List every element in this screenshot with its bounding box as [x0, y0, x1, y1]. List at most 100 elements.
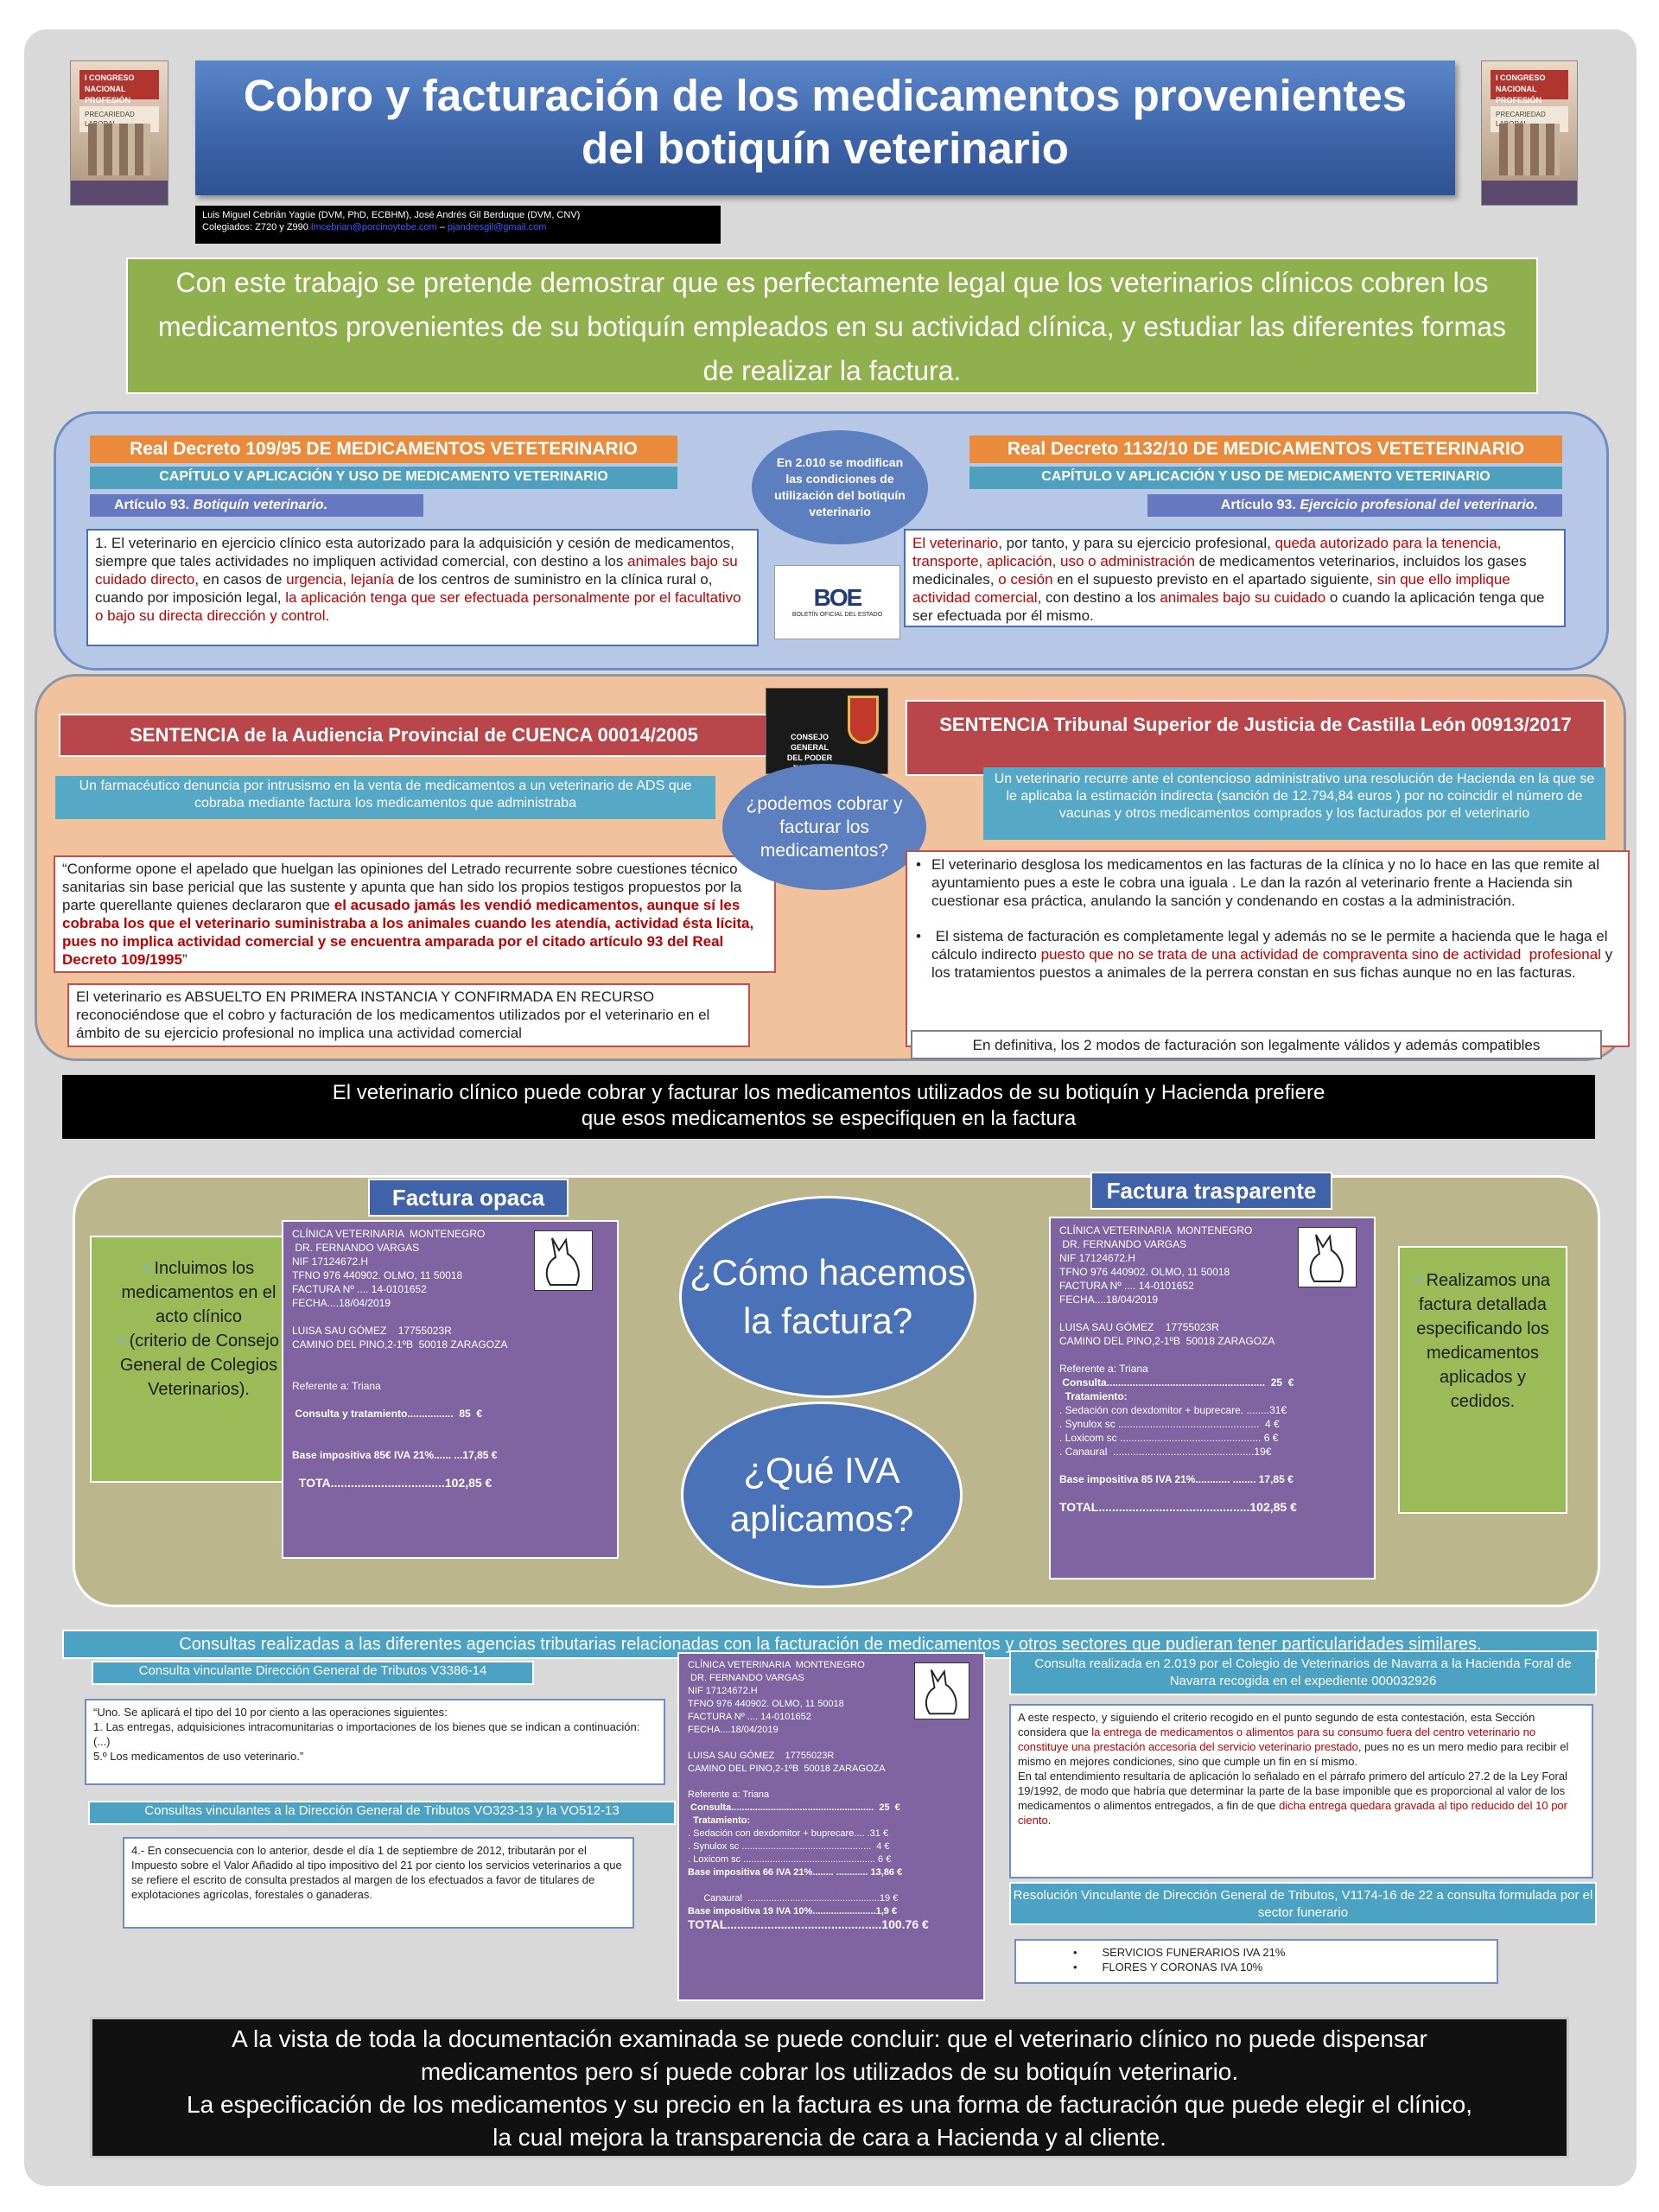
dog-outline-icon	[925, 1669, 957, 1715]
invoice-line: FACTURA Nº .... 14-0101652	[688, 1712, 811, 1722]
authors-license: Colegiados: Z720 y Z990 lmcebrian@porcin…	[202, 221, 714, 233]
title-line-2: del botiquín veterinario	[582, 124, 1069, 173]
conclusion-line-3: La especificación de los medicamentos y …	[187, 2091, 1472, 2118]
invoice-line: TOTA..................................10…	[292, 1476, 493, 1490]
consult-funeral-title: Resolución Vinculante de Dirección Gener…	[1009, 1882, 1597, 1925]
building-graphic	[88, 124, 150, 175]
note-text: Realizamos una factura detallada especif…	[1416, 1271, 1550, 1411]
dog-outline-icon	[545, 1237, 580, 1286]
invoice-line: Base impositiva 66 IVA 21%........ .....…	[688, 1867, 903, 1878]
bullet-text: El sistema de facturación es completamen…	[931, 927, 1619, 982]
transparent-invoice: CLÍNICA VETERINARIA MONTENEGRO DR. FERNA…	[1049, 1217, 1376, 1580]
logo-band	[1482, 181, 1577, 205]
crest-shield-icon	[848, 696, 879, 744]
body-text: “Conforme opone el apelado que huelgan l…	[62, 861, 746, 913]
sentence-right-conclusion: En definitiva, los 2 modos de facturació…	[911, 1030, 1602, 1059]
intro-statement: Con este trabajo se pretende demostrar q…	[126, 257, 1538, 394]
invoice-line: NIF 17124672.H	[688, 1686, 758, 1696]
body-text: en el supuesto previsto en el apartado s…	[1052, 571, 1377, 588]
boe-mark: BOE	[813, 584, 863, 611]
logo-band	[71, 181, 168, 205]
invoice-line	[1059, 1459, 1365, 1472]
invoice-line: CLÍNICA VETERINARIA MONTENEGRO	[292, 1228, 486, 1240]
body-text: de medicamentos veterinarios, incluidos …	[912, 553, 1531, 588]
email-link-2[interactable]: pjandresgil@gmail.com	[447, 222, 547, 232]
invoice-line: TOTAL...................................…	[1059, 1500, 1297, 1514]
invoice-line: TFNO 976 440902. OLMO, 11 50018	[292, 1269, 463, 1281]
invoice-line	[688, 1879, 975, 1892]
congress-logo-right: I CONGRESO NACIONAL PROFESIÓN VETERINARI…	[1481, 60, 1578, 206]
transparent-invoice-title: Factura trasparente	[1090, 1172, 1332, 1210]
invoice-line: . Canaural .............................…	[1059, 1446, 1272, 1458]
invoice-line: . Synulox sc ...........................…	[688, 1841, 890, 1852]
conclusion-line-1: A la vista de toda la documentación exam…	[232, 2025, 1427, 2052]
opaque-note-b: • (criterio de Consejo General de Colegi…	[105, 1329, 292, 1402]
invoice-line: Base impositiva 85 IVA 21%............ .…	[1059, 1473, 1294, 1485]
list-item: •El veterinario desglosa los medicamento…	[916, 855, 1619, 910]
dog-signature-icon	[1298, 1227, 1357, 1287]
highlighted-text: urgencia, lejanía	[286, 571, 394, 588]
consult-navarra-title: Consulta realizada en 2.019 por el Coleg…	[1009, 1650, 1597, 1695]
decree-left-text: 1. El veterinario en ejercicio clínico e…	[86, 529, 759, 646]
invoice-line: LUISA SAU GÓMEZ 17755023R	[1059, 1321, 1219, 1333]
list-item: • FLORES Y CORONAS IVA 10%	[1023, 1960, 1490, 1974]
consult-vo323-text: 4.- En consecuencia con lo anterior, des…	[123, 1837, 634, 1929]
invoice-line: DR. FERNANDO VARGAS	[292, 1242, 420, 1254]
funeral-item-1: SERVICIOS FUNERARIOS IVA 21%	[1102, 1946, 1286, 1959]
dog-signature-icon	[914, 1662, 969, 1719]
summary-line-1: El veterinario clínico puede cobrar y fa…	[332, 1081, 1325, 1104]
body-text: y los tratamientos puestos a animales de…	[931, 946, 1617, 981]
highlighted-text: o cesión	[998, 571, 1053, 588]
sentence-right-title: SENTENCIA Tribunal Superior de Justicia …	[906, 700, 1605, 776]
invoice-line: FECHA....18/04/2019	[1059, 1294, 1159, 1306]
dog-outline-icon	[1309, 1234, 1344, 1282]
cgpj-crest: CONSEJO GENERAL DEL PODER JUDICIAL	[766, 688, 888, 774]
invoice-line: . Loxicom sc ...........................…	[688, 1854, 892, 1865]
consult-navarra-text: A este respecto, y siguiendo el criterio…	[1009, 1704, 1593, 1878]
invoice-line	[688, 1776, 975, 1789]
body-text: ”	[181, 951, 188, 968]
consult-funeral-list: • SERVICIOS FUNERARIOS IVA 21% • FLORES …	[1014, 1939, 1498, 1984]
spacer	[916, 910, 1619, 927]
invoice-line: CAMINO DEL PINO,2-1ºB 50018 ZARAGOZA	[292, 1338, 508, 1351]
body-text: .	[1047, 1814, 1052, 1827]
invoice-line: Base impositiva 85€ IVA 21%...... ...17,…	[292, 1449, 498, 1461]
invoice-line: NIF 17124672.H	[1059, 1252, 1136, 1264]
invoice-line: Referente a: Triana	[292, 1380, 381, 1392]
summary-bar: El veterinario clínico puede cobrar y fa…	[62, 1075, 1595, 1139]
highlighted-text: dicha entrega quedara gravada al tipo re…	[1018, 1799, 1571, 1827]
invoice-line: Referente a: Triana	[688, 1789, 770, 1800]
note-text: (criterio de Consejo General de Colegios…	[119, 1332, 279, 1399]
invoice-line	[1059, 1486, 1365, 1500]
invoice-line	[1059, 1306, 1365, 1320]
opaque-invoice-title: Factura opaca	[368, 1179, 569, 1217]
decree-left-article: Artículo 93. Botiquín veterinario.	[90, 494, 423, 517]
intro-line-3: de realizar la factura.	[702, 355, 962, 386]
invoice-line: Canaural ...............................…	[688, 1893, 899, 1904]
invoice-line: . Synulox sc ...........................…	[1059, 1418, 1280, 1430]
invoice-line: CAMINO DEL PINO,2-1ºB 50018 ZARAGOZA	[1059, 1335, 1275, 1347]
bullet-icon: •	[916, 928, 921, 944]
intro-line-2: medicamentos provenientes de su botiquín…	[158, 311, 1506, 342]
highlighted-text: la aplicación tenga que ser efectuada pe…	[95, 589, 746, 624]
bullet-icon: •	[916, 856, 921, 873]
body-text: de los centros de suministro en la clíni…	[95, 571, 717, 606]
email-link-1[interactable]: lmcebrian@porcinoytebe.com	[310, 222, 437, 232]
invoice-line	[292, 1462, 608, 1476]
invoice-line	[292, 1434, 608, 1448]
authors-block: Luis Miguel Cebrián Yagüe (DVM, PhD, ECB…	[195, 206, 721, 244]
dog-signature-icon	[534, 1230, 593, 1291]
invoice-line: Consulta................................…	[688, 1802, 900, 1813]
consult-vo323-title: Consultas vinculantes a la Dirección Gen…	[88, 1801, 676, 1825]
opaque-note-a: • Incluimos los medicamentos en el acto …	[105, 1256, 292, 1329]
invoice-line: . Sedación con dexdomitor + buprecare...…	[688, 1828, 889, 1839]
invoice-line: Consulta y tratamiento................ 8…	[292, 1408, 483, 1420]
invoice-line	[292, 1351, 608, 1365]
invoice-line: TFNO 976 440902. OLMO, 11 50018	[1059, 1266, 1230, 1278]
sentence-left-quote: “Conforme opone el apelado que huelgan l…	[54, 855, 776, 973]
body-text: 1. El veterinario en ejercicio clínico e…	[95, 535, 739, 569]
title-line-1: Cobro y facturación de los medicamentos …	[243, 71, 1408, 120]
highlighted-text: queda autorizado para la tenencia, trans…	[912, 535, 1506, 569]
highlighted-text: el acusado jamás les vendió medicamentos…	[62, 897, 758, 968]
bullet-icon: •	[1415, 1271, 1422, 1290]
